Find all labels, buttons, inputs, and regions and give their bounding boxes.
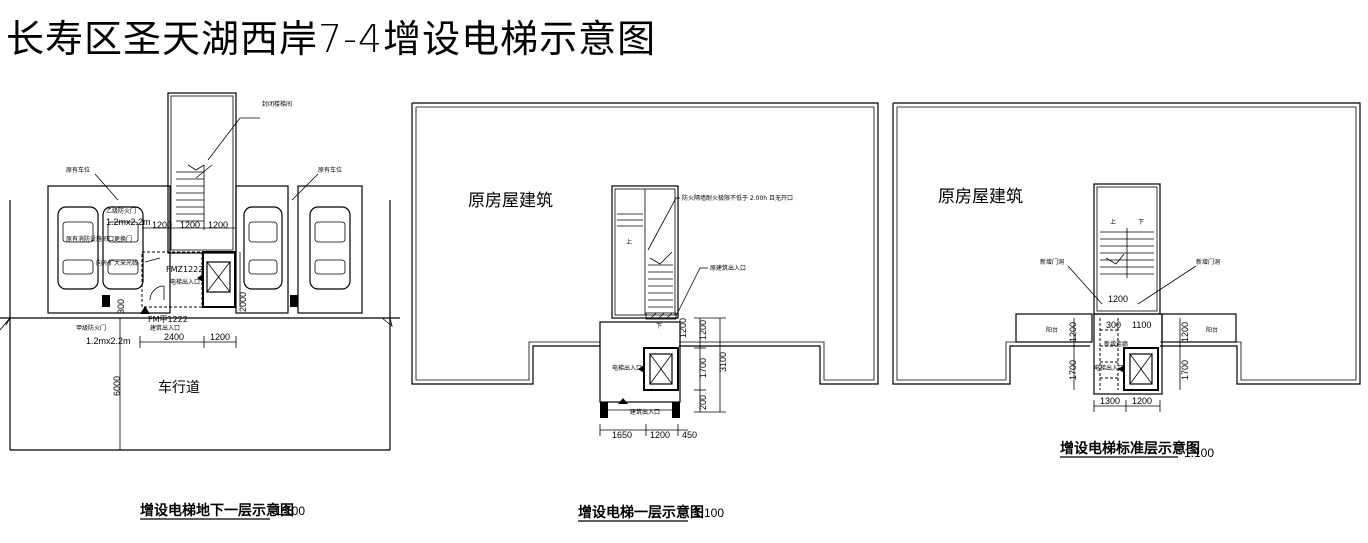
ground-dim-v1200b: 1200 xyxy=(698,320,708,340)
ground-floor-plan: 原房屋建筑 上 下 防火隔墙耐火极限不低于 2.00h 且无开口 原建筑出入口 xyxy=(411,102,879,522)
std-dim-1200: 1200 xyxy=(1108,294,1128,304)
std-dim-v1700a: 1700 xyxy=(1068,360,1078,380)
ground-original-building: 原房屋建筑 xyxy=(468,191,553,211)
balcony-right xyxy=(1161,313,1237,343)
std-dim-v1200b: 1200 xyxy=(1180,322,1190,342)
balcony-left xyxy=(1015,313,1093,343)
hall-label: 新增连廊 xyxy=(1104,340,1128,348)
fmj-label: FM甲1222 xyxy=(148,315,188,324)
parking-label-left: 原有车位 xyxy=(66,166,90,174)
ground-dim-1200: 1200 xyxy=(650,430,670,440)
std-dim-1200b: 1200 xyxy=(1132,396,1152,406)
ground-down-label: 下 xyxy=(656,323,662,330)
standard-floor-plan: 原房屋建筑 上 下 新增门洞 新增门洞 1200 阳台 阳台 xyxy=(892,102,1361,460)
ground-stair-treads xyxy=(617,213,673,308)
dim-1200d: 1200 xyxy=(210,332,230,342)
ground-dim-3100: 3100 xyxy=(718,352,728,372)
standard-building-outline xyxy=(893,102,1361,385)
standard-down-label: 下 xyxy=(1138,219,1144,226)
ground-building-exit: 建筑出入口 xyxy=(630,408,660,416)
dim-1200c: 1200 xyxy=(208,220,228,230)
ground-dim-450: 450 xyxy=(682,430,697,440)
ground-dim-200: 200 xyxy=(698,395,708,410)
ground-stair-tower xyxy=(611,185,679,319)
balcony-right-label: 阳台 xyxy=(1206,326,1218,334)
fmz-label: FMZ1222 xyxy=(166,265,203,274)
basement-caption: 增设电梯地下一层示意图 xyxy=(140,502,294,519)
door-a-size: 1.2mx2.2m xyxy=(86,336,131,346)
standard-up-label: 上 xyxy=(1110,218,1116,226)
ground-dim-1650: 1650 xyxy=(612,430,632,440)
door-swing xyxy=(149,285,165,301)
balcony-left-label: 阳台 xyxy=(1046,326,1058,334)
ground-dim-1700: 1700 xyxy=(698,358,708,378)
parking-label-right: 原有车位 xyxy=(318,166,342,174)
standard-stair-treads xyxy=(1100,228,1154,278)
basement-building-exit: 建筑出入口 xyxy=(150,324,180,332)
new-door-left: 新增门洞 xyxy=(1040,258,1064,266)
note-1: 原有消防设施间口更换门 xyxy=(66,235,132,243)
note-2: 向外扩大采光线 xyxy=(96,259,138,267)
dim-300: 300 xyxy=(116,299,126,314)
dim-6000: 6000 xyxy=(112,376,122,396)
standard-original-building: 原房屋建筑 xyxy=(938,187,1023,207)
standard-scale: 1:100 xyxy=(1184,446,1214,460)
ground-dim-v1200a: 1200 xyxy=(678,318,688,338)
ground-scale: 1:100 xyxy=(694,506,724,520)
stair-label: 封闭楼梯间 xyxy=(262,100,292,108)
door-a-label: 甲级防火门 xyxy=(76,324,106,332)
ground-building-outline xyxy=(412,102,879,385)
standard-elevator-block xyxy=(1093,313,1163,395)
door-b-size: 1.2mx2.2m xyxy=(106,217,151,227)
std-dim-v1200a: 1200 xyxy=(1068,322,1078,342)
basement-stair-treads xyxy=(176,164,213,230)
ground-up-label: 上 xyxy=(626,238,632,246)
basement-plan: 封闭楼梯间 原有车位 原有车位 xyxy=(0,92,400,520)
standard-elevator-exit: 电梯出入口 xyxy=(1094,364,1124,372)
ground-caption: 增设电梯一层示意图 xyxy=(578,504,704,521)
sheet-title: 长寿区圣天湖西岸7-4增设电梯示意图 xyxy=(6,17,656,61)
std-dim-v1700b: 1700 xyxy=(1180,360,1190,380)
dim-2000: 2000 xyxy=(238,292,248,312)
basement-scale: 1:100 xyxy=(275,504,305,518)
fire-wall-note: 防火隔墙耐火极限不低于 2.00h 且无开口 xyxy=(682,194,793,202)
original-exit-label: 原建筑出入口 xyxy=(710,264,746,272)
std-dim-300: 300 xyxy=(1106,320,1121,330)
dim-2400: 2400 xyxy=(164,332,184,342)
dim-1200b: 1200 xyxy=(180,220,200,230)
dim-1200a: 1200 xyxy=(152,220,172,230)
basement-elevator-exit: 电梯出入口 xyxy=(170,278,200,286)
new-door-right: 新增门洞 xyxy=(1196,258,1220,266)
ground-elevator-exit: 电梯出入口 xyxy=(612,364,642,372)
parking-stalls xyxy=(47,185,363,314)
std-dim-1300: 1300 xyxy=(1100,396,1120,406)
std-dim-1100: 1100 xyxy=(1132,320,1151,330)
door-b-label: 乙级防火门 xyxy=(106,207,136,215)
road-label: 车行道 xyxy=(158,379,200,396)
standard-caption: 增设电梯标准层示意图 xyxy=(1060,440,1200,457)
ground-elevator-block xyxy=(599,321,681,403)
